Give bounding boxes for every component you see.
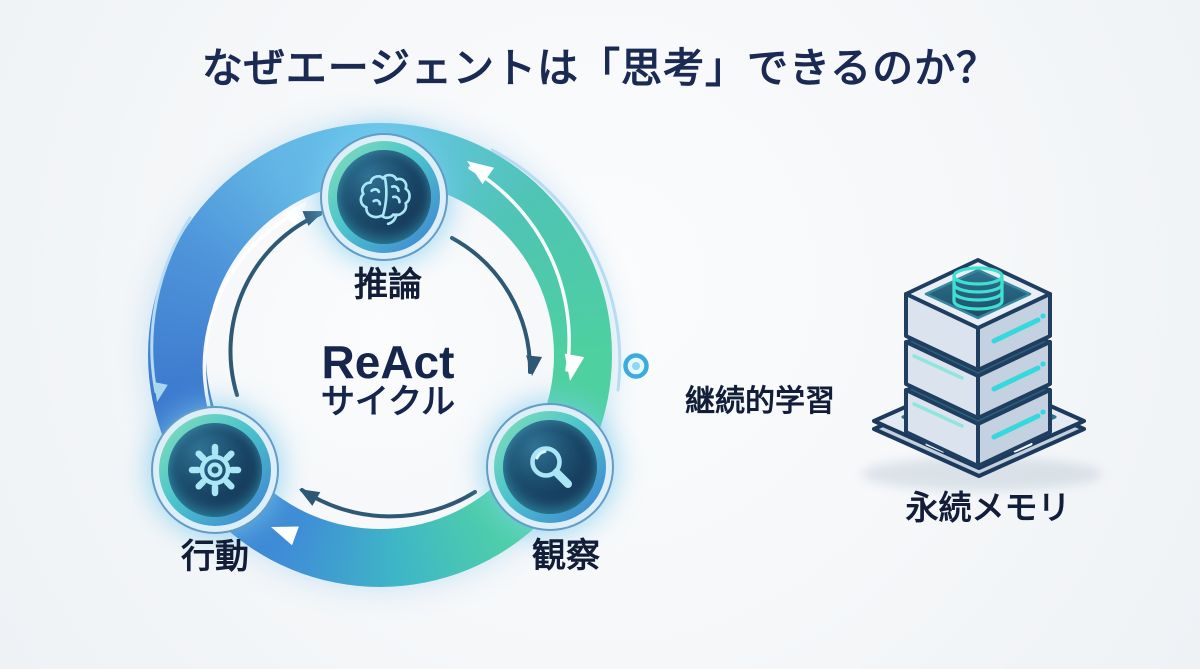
database-cylinder-icon bbox=[952, 266, 1004, 311]
node-reasoning bbox=[320, 133, 448, 261]
cycle-title: ReAct bbox=[321, 336, 455, 388]
observation-to-action-arc bbox=[300, 488, 477, 519]
server-layer-top bbox=[904, 258, 1052, 372]
inner-cycle-arrowheads bbox=[299, 211, 543, 506]
brain-icon bbox=[359, 173, 411, 226]
node-action bbox=[151, 406, 279, 534]
action-to-reasoning-arc bbox=[228, 212, 322, 397]
gear-icon bbox=[188, 443, 242, 497]
label-observation: 観察 bbox=[532, 537, 600, 575]
label-reasoning: 推論 bbox=[354, 266, 422, 304]
outer-arc-arrow bbox=[154, 381, 168, 402]
memory-label: 永続メモリ bbox=[905, 489, 1071, 526]
label-action: 行動 bbox=[181, 538, 249, 576]
connector-label: 継続的学習 bbox=[685, 385, 835, 418]
cycle-subtitle: サイクル bbox=[320, 383, 456, 421]
inner-cycle-arcs bbox=[228, 212, 533, 519]
connector-line bbox=[623, 353, 887, 379]
reasoning-to-observation-arc bbox=[450, 236, 533, 374]
ring-outer-accent-arcs bbox=[150, 148, 622, 394]
magnifier-icon bbox=[530, 446, 572, 488]
page-title: なぜエージェントは「思考」できるのか？ bbox=[201, 45, 999, 91]
node-observation bbox=[486, 403, 614, 531]
database-stack-icon bbox=[862, 258, 1102, 491]
ring-white-arrows bbox=[271, 161, 585, 546]
